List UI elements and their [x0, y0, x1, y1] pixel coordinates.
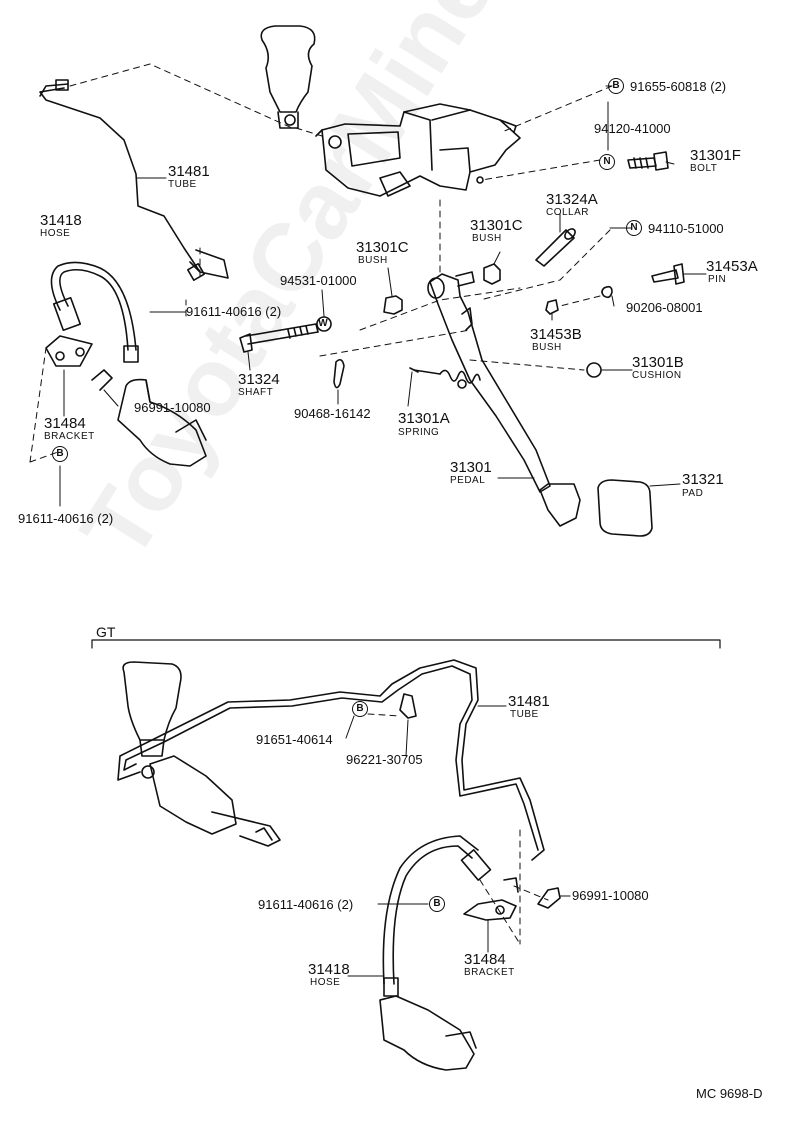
- washer-icon: [316, 316, 332, 332]
- gt-label: GT: [96, 624, 116, 640]
- label-91655: 91655-60818 (2): [630, 79, 727, 94]
- master-cylinder-gt: [149, 755, 281, 847]
- slave-cylinder-gt: [379, 995, 477, 1071]
- b-symbol-icon: B: [52, 446, 68, 462]
- label-31453a-name: PIN: [708, 274, 727, 285]
- label-90206: 90206-08001: [626, 300, 703, 315]
- label-31301c-left-num: 31301C: [356, 239, 409, 256]
- label-gt-31418-name: HOSE: [310, 977, 341, 988]
- b-symbol-icon: B: [352, 701, 368, 717]
- spring-31301a: [409, 367, 481, 384]
- label-31418-top-name: HOSE: [40, 228, 71, 239]
- label-31301b-num: 31301B: [632, 354, 684, 371]
- label-gt-31481-num: 31481: [508, 693, 550, 710]
- label-gt-31481-name: TUBE: [510, 709, 539, 720]
- tube-31481-gt: [117, 659, 545, 861]
- label-31453a-num: 31453A: [706, 258, 758, 275]
- label-gt-31484-name: BRACKET: [464, 967, 515, 978]
- label-31301c-right-num: 31301C: [470, 217, 523, 234]
- pedal-31301: [427, 271, 581, 527]
- label-gt-91651: 91651-40614: [256, 732, 333, 747]
- label-gt-31418-num: 31418: [308, 961, 350, 978]
- b-symbol-icon: B: [608, 78, 624, 94]
- n-symbol-icon: N: [599, 154, 615, 170]
- clip-90206: [601, 285, 613, 299]
- label-90468: 90468-16142: [294, 406, 371, 421]
- assembly-lines-gt: [479, 829, 549, 945]
- w-symbol-icon: W: [318, 318, 328, 329]
- label-31481-top-name: TUBE: [168, 179, 197, 190]
- label-94110: 94110-51000: [648, 221, 724, 236]
- label-31301-num: 31301: [450, 459, 492, 476]
- bush-31301c-right: [483, 263, 501, 285]
- tube-31481-top: [39, 79, 229, 281]
- cushion-31301b: [586, 362, 602, 378]
- pad-31321: [597, 479, 653, 537]
- bracket-31484-gt: [463, 877, 519, 921]
- label-31301c-left-name: BUSH: [358, 255, 388, 266]
- label-31324-num: 31324: [238, 371, 280, 388]
- hose-31418-top: [50, 261, 139, 363]
- label-gt-91611: 91611-40616 (2): [258, 897, 354, 912]
- label-gt-96221: 96221-30705: [346, 752, 423, 767]
- assembly-lines-top: [185, 85, 613, 371]
- clip-and-slave-cylinder-top: [91, 369, 207, 467]
- label-31301a-name: SPRING: [398, 427, 440, 438]
- shaft-31324: [239, 323, 319, 353]
- n-symbol-icon: N: [626, 220, 642, 236]
- label-31481-top-num: 31481: [168, 163, 210, 180]
- label-gt-31484-num: 31484: [464, 951, 506, 968]
- label-31301f-name: BOLT: [690, 163, 718, 174]
- bush-31453b: [545, 299, 559, 315]
- leader-lines-gt: [345, 705, 571, 977]
- b-symbol-icon: B: [429, 896, 445, 912]
- label-31418-top-num: 31418: [40, 212, 82, 229]
- label-91611-mid: 91611-40616 (2): [186, 304, 282, 319]
- bush-31301c-left: [383, 295, 403, 315]
- label-31324a-num: 31324A: [546, 191, 598, 208]
- diagram-reference-code: MC 9698-D: [696, 1086, 763, 1101]
- label-31324a-name: COLLAR: [546, 207, 590, 218]
- label-31301f-num: 31301F: [690, 147, 741, 164]
- reservoir-gt: [122, 661, 182, 779]
- label-31301-name: PEDAL: [450, 475, 486, 486]
- label-31321-num: 31321: [682, 471, 724, 488]
- label-gt-96991: 96991-10080: [572, 888, 649, 903]
- label-31301c-right-name: BUSH: [472, 233, 502, 244]
- label-31324-name: SHAFT: [238, 387, 274, 398]
- label-31484-top-name: BRACKET: [44, 431, 95, 442]
- bracket-31484-top: [29, 335, 93, 463]
- label-91611-bot: 91611-40616 (2): [18, 511, 114, 526]
- collar-31324a: [535, 228, 576, 267]
- label-94120: 94120-41000: [594, 121, 671, 136]
- clip-96991-gt: [537, 887, 561, 909]
- label-96991-top: 96991-10080: [134, 400, 211, 415]
- label-31321-name: PAD: [682, 488, 704, 499]
- label-31453b-num: 31453B: [530, 326, 582, 343]
- label-31301b-name: CUSHION: [632, 370, 682, 381]
- hose-31418-gt: [382, 835, 492, 997]
- label-31453b-name: BUSH: [532, 342, 562, 353]
- pedal-bracket-assembly: [315, 103, 521, 197]
- gt-bracket-line: [91, 639, 721, 649]
- label-94531: 94531-01000: [280, 273, 357, 288]
- cotter-pin-90468: [333, 358, 345, 389]
- bolt-31301f: [627, 151, 669, 171]
- label-31484-top-num: 31484: [44, 415, 86, 432]
- pin-31453a: [651, 263, 685, 285]
- reservoir-top: [260, 25, 316, 129]
- label-31301a-num: 31301A: [398, 410, 450, 427]
- clamp-96221: [399, 693, 417, 719]
